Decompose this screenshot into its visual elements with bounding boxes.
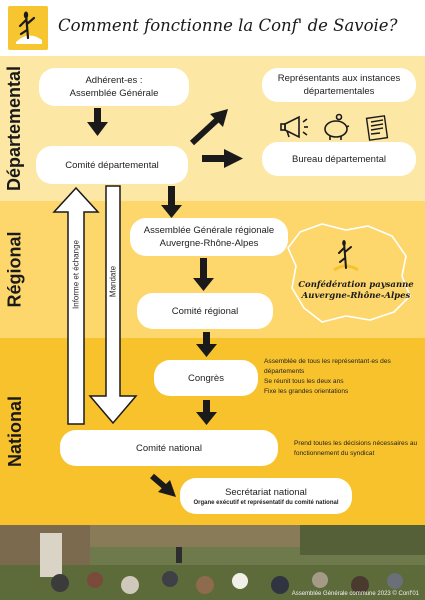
arrow-diagonal-to-secretariat bbox=[150, 473, 176, 497]
node-comite-departemental: Comité départemental bbox=[36, 146, 188, 184]
regional-logo: Confédération paysanne Auvergne-Rhône-Al… bbox=[296, 236, 416, 310]
photo-caption: Assemblée Générale commune 2023 © Conf'0… bbox=[291, 591, 419, 597]
arrow-right-to-bureau bbox=[202, 149, 243, 168]
node-comite-regional: Comité régional bbox=[137, 293, 273, 329]
conf-logo-icon bbox=[16, 11, 42, 44]
node-congres: Congrès bbox=[154, 360, 258, 396]
region-map-outline bbox=[287, 223, 411, 323]
note-comite-national: Prend toutes les décisions nécessaires a… bbox=[294, 440, 418, 457]
conf-logo bbox=[8, 6, 48, 50]
regional-logo-icon bbox=[333, 240, 359, 272]
page-title: Comment fonctionne la Conf' de Savoie? bbox=[58, 16, 398, 35]
informe-echange-arrow bbox=[52, 186, 100, 425]
arrow-down-to-congres bbox=[196, 332, 217, 357]
node-comite-national: Comité national bbox=[60, 430, 278, 466]
mandate-arrow bbox=[88, 185, 138, 425]
node-bureau-departemental: Bureau départemental bbox=[262, 142, 416, 176]
arrow-down-to-ag-regionale bbox=[161, 186, 182, 218]
arrow-diagonal-to-representants bbox=[189, 109, 228, 146]
note-congres: Assemblée de tous les représentant·es de… bbox=[264, 358, 391, 395]
node-assemblee-generale: Adhérent-es :Assemblée Générale bbox=[39, 68, 189, 106]
arrow-down-to-comite-national bbox=[196, 400, 217, 425]
assembly-photo-illustration bbox=[0, 525, 425, 600]
arrow-down-to-comite-regional bbox=[193, 258, 214, 291]
assembly-photo: Assemblée Générale commune 2023 © Conf'0… bbox=[0, 525, 425, 600]
arrow-down-ag-to-comite bbox=[87, 108, 108, 136]
